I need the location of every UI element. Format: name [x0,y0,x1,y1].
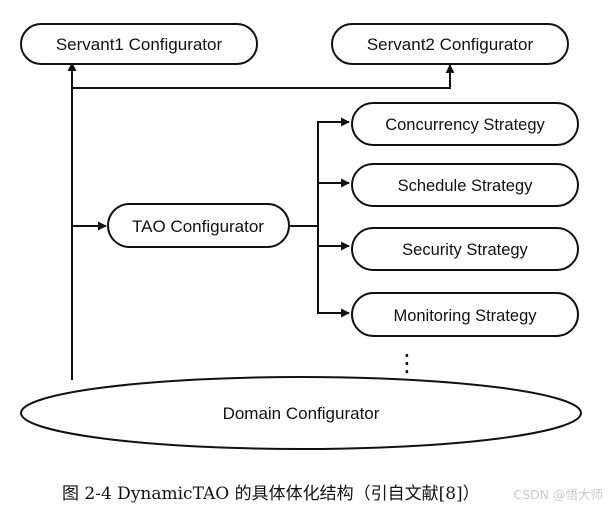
domain-configurator-node: Domain Configurator [20,376,582,450]
servant1-label: Servant1 Configurator [56,35,223,54]
schedule-strategy-node: Schedule Strategy [351,163,579,207]
concurrency-strategy-node: Concurrency Strategy [351,102,579,146]
tao-configurator-label: TAO Configurator [132,217,264,236]
tao-configurator-node: TAO Configurator [107,203,290,248]
servant2-node: Servant2 Configurator [331,23,569,65]
security-strategy-label: Security Strategy [402,241,528,259]
figure-caption: 图 2-4 DynamicTAO 的具体体化结构（引自文献[8]） [62,484,480,504]
monitoring-strategy-node: Monitoring Strategy [351,292,579,337]
connectors [67,62,455,380]
csdn-watermark: CSDN @悟大师 [513,487,603,502]
monitoring-strategy-label: Monitoring Strategy [393,307,537,325]
servant2-connector [72,64,455,89]
concurrency-strategy-label: Concurrency Strategy [385,116,545,134]
more-strategies-ellipsis: ⋮ [395,350,419,377]
security-strategy-node: Security Strategy [351,227,579,271]
domain-configurator-label: Domain Configurator [223,404,380,423]
servant1-node: Servant1 Configurator [20,23,258,65]
schedule-strategy-label: Schedule Strategy [398,177,534,195]
servant2-label: Servant2 Configurator [367,35,534,54]
